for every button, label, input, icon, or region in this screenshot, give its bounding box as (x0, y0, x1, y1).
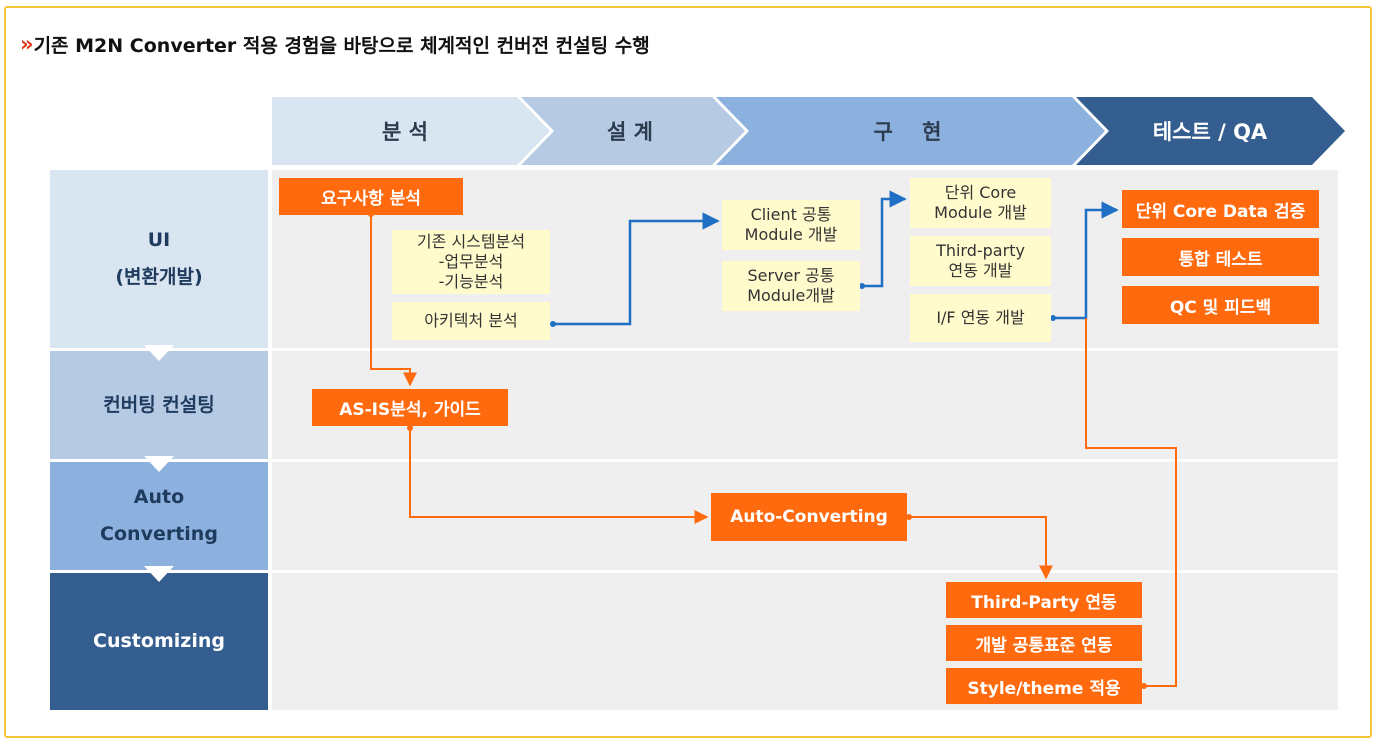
band-customizing (272, 573, 1338, 710)
box-common-standard-integration: 개발 공통표준 연동 (946, 625, 1142, 661)
row-label-auto-converting: Auto Converting (50, 462, 268, 570)
title-chevron-icon: » (20, 32, 33, 56)
box-integration-test: 통합 테스트 (1122, 238, 1319, 276)
box-client-common-module: Client 공통 Module 개발 (722, 200, 860, 250)
box-third-party-link-dev: Third-party 연동 개발 (910, 236, 1051, 286)
box-legacy-system-analysis: 기존 시스템분석 -업무분석 -기능분석 (392, 230, 550, 294)
phase-design-chevron (521, 97, 745, 165)
phase-label-design: 설 계 (607, 120, 653, 144)
phase-implement-chevron (716, 97, 1105, 165)
box-auto-converting: Auto-Converting (711, 493, 907, 541)
box-asis-analysis-guide: AS-IS분석, 가이드 (312, 389, 508, 426)
box-architecture-analysis: 아키텍처 분석 (392, 302, 550, 340)
row-label-consulting: 컨버팅 컨설팅 (50, 351, 268, 459)
phase-label-analysis: 분 석 (382, 120, 428, 144)
phase-analysis-chevron (272, 97, 550, 165)
box-style-theme: Style/theme 적용 (946, 668, 1142, 704)
title-text: 기존 M2N Converter 적용 경험을 바탕으로 체계적인 컨버전 컨설… (33, 34, 650, 57)
phase-test-chevron (1076, 97, 1345, 165)
box-qc-feedback: QC 및 피드백 (1122, 286, 1319, 324)
row-down-arrow-icon (144, 345, 174, 361)
row-label-ui: UI (변환개발) (50, 170, 268, 348)
phase-label-test-qa: 테스트 / QA (1152, 120, 1268, 144)
box-requirements-analysis: 요구사항 분석 (279, 178, 463, 215)
phase-label-implement: 구 현 (873, 120, 942, 144)
box-if-link-dev: I/F 연동 개발 (910, 294, 1051, 342)
box-unit-core-data-verify: 단위 Core Data 검증 (1122, 190, 1319, 228)
box-third-party-integration: Third-Party 연동 (946, 582, 1142, 618)
row-down-arrow-icon (144, 566, 174, 582)
row-label-customizing: Customizing (50, 573, 268, 710)
box-server-common-module: Server 공통 Module개발 (722, 261, 860, 311)
row-down-arrow-icon (144, 456, 174, 472)
frame-border (4, 6, 1372, 738)
box-unit-core-module: 단위 Core Module 개발 (910, 178, 1051, 228)
page-title: » 기존 M2N Converter 적용 경험을 바탕으로 체계적인 컨버전 … (20, 30, 650, 58)
